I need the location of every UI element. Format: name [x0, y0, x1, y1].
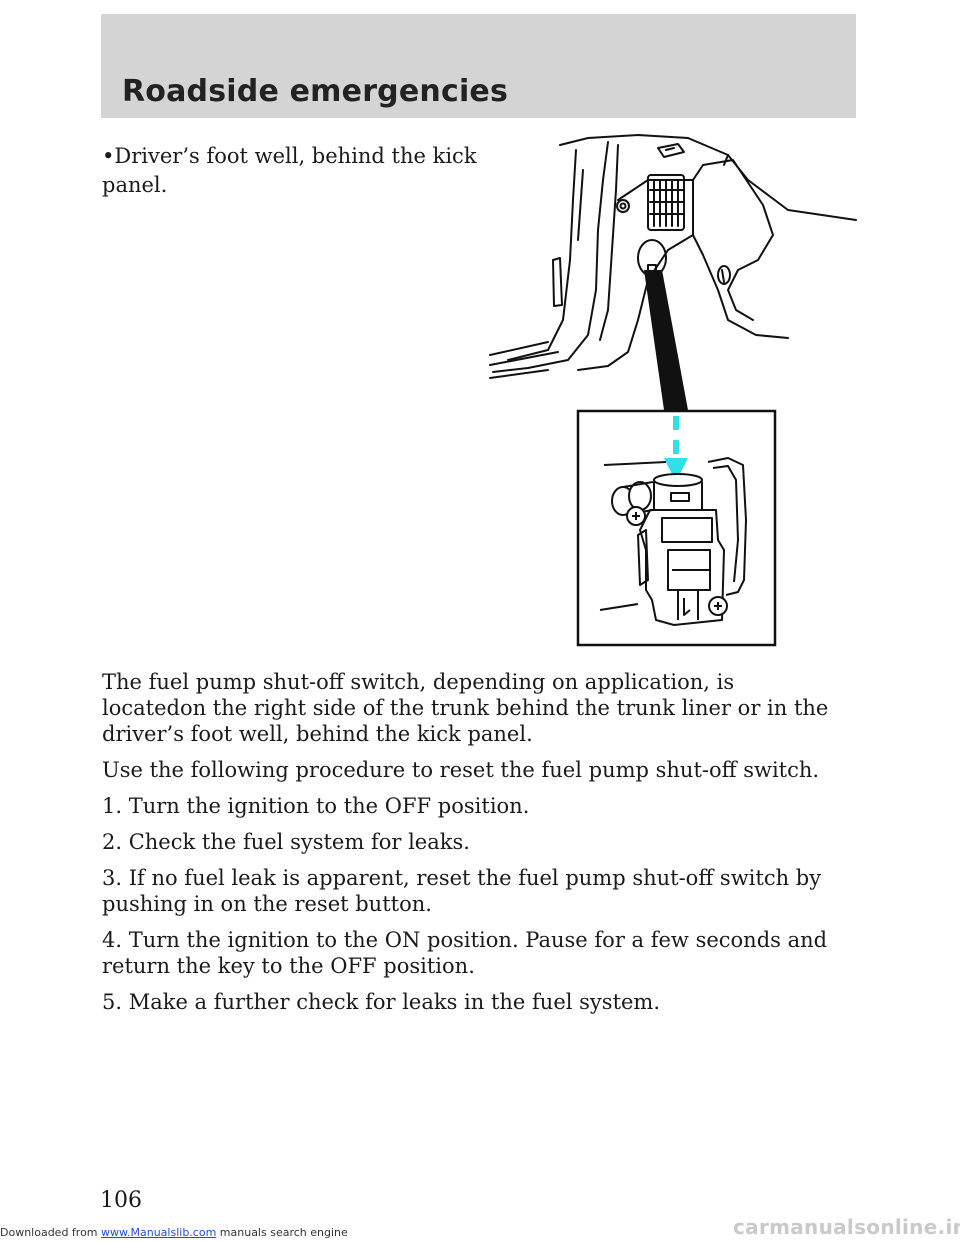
header-band [101, 14, 856, 118]
step-4: 4. Turn the ignition to the ON position.… [102, 928, 828, 978]
watermark: carmanualsonline.info [733, 1215, 960, 1239]
paragraph-procedure-intro: Use the following procedure to reset the… [102, 758, 820, 782]
section-title: Roadside emergencies [122, 74, 509, 109]
step-2: 2. Check the fuel system for leaks. [102, 830, 470, 854]
manualslib-link[interactable]: www.Manualslib.com [101, 1226, 217, 1239]
bullet-item: •Driver’s foot well, behind the kick pan… [102, 142, 482, 200]
footer-prefix: Downloaded from [0, 1226, 102, 1239]
body-text: The fuel pump shut-off switch, depending… [102, 669, 842, 1025]
paragraph-location: The fuel pump shut-off switch, depending… [102, 670, 829, 746]
bullet-marker: • [102, 144, 115, 168]
pointer-wedge [644, 270, 688, 410]
step-5: 5. Make a further check for leaks in the… [102, 990, 661, 1014]
step-3: 3. If no fuel leak is apparent, reset th… [102, 866, 822, 916]
bullet-text: Driver’s foot well, behind the kick pane… [102, 144, 477, 197]
step-1: 1. Turn the ignition to the OFF position… [102, 794, 530, 818]
footer-suffix: manuals search engine [216, 1226, 348, 1239]
kick-panel-illustration [489, 134, 857, 647]
page-number: 106 [100, 1188, 142, 1213]
download-footer: Downloaded from www.Manualslib.com manua… [0, 1226, 348, 1239]
